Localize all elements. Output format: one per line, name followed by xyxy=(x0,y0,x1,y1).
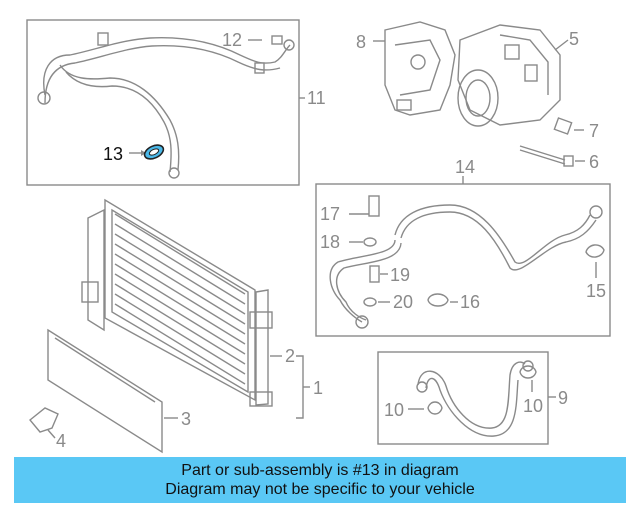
callout-6: 6 xyxy=(589,152,599,172)
clamp-10a xyxy=(427,401,443,415)
oring-20 xyxy=(363,297,377,307)
leader-5 xyxy=(554,39,569,51)
callout-14: 14 xyxy=(455,157,475,177)
bracket-8 xyxy=(384,21,456,116)
bracket-1-brace xyxy=(296,355,304,419)
panel-3 xyxy=(47,328,163,454)
sensor-17 xyxy=(368,195,380,217)
callout-19: 19 xyxy=(390,265,410,285)
clamp-10b xyxy=(519,365,537,379)
callout-15: 15 xyxy=(586,281,606,301)
callout-10a: 10 xyxy=(384,400,404,420)
callout-2: 2 xyxy=(285,346,295,366)
compressor-5 xyxy=(457,24,561,127)
callout-8: 8 xyxy=(356,32,366,52)
callout-11: 11 xyxy=(307,88,326,108)
oring-18 xyxy=(363,237,377,247)
leader-4 xyxy=(47,429,56,439)
callout-16: 16 xyxy=(460,292,480,312)
callout-17: 17 xyxy=(320,204,340,224)
box-9-frame xyxy=(377,351,549,445)
callout-4: 4 xyxy=(56,431,66,451)
arrow-13 xyxy=(141,150,146,156)
hose-11 xyxy=(37,32,295,179)
callout-3: 3 xyxy=(181,409,191,429)
sensor-19 xyxy=(369,265,380,283)
info-banner: Part or sub-assembly is #13 in diagram D… xyxy=(14,457,626,503)
bracket-4 xyxy=(29,407,59,433)
part-13-hole xyxy=(148,148,160,156)
part-7 xyxy=(553,117,573,135)
callout-13: 13 xyxy=(103,144,123,164)
callout-7: 7 xyxy=(589,121,599,141)
banner-line-2: Diagram may not be specific to your vehi… xyxy=(165,481,475,498)
bolt-6 xyxy=(519,145,574,167)
callout-18: 18 xyxy=(320,232,340,252)
hose-14 xyxy=(329,204,603,329)
banner-line-1: Part or sub-assembly is #13 in diagram xyxy=(181,462,459,479)
callout-20: 20 xyxy=(393,292,413,312)
callout-1: 1 xyxy=(313,378,323,398)
callout-9: 9 xyxy=(558,388,568,408)
callout-12: 12 xyxy=(222,30,242,50)
box-11-frame xyxy=(26,19,300,186)
hose-9 xyxy=(416,360,534,437)
clamp-16 xyxy=(427,293,449,307)
callout-5: 5 xyxy=(569,29,579,49)
clamp-15 xyxy=(585,244,605,258)
condenser-1 xyxy=(81,198,273,407)
callout-10b: 10 xyxy=(523,396,543,416)
